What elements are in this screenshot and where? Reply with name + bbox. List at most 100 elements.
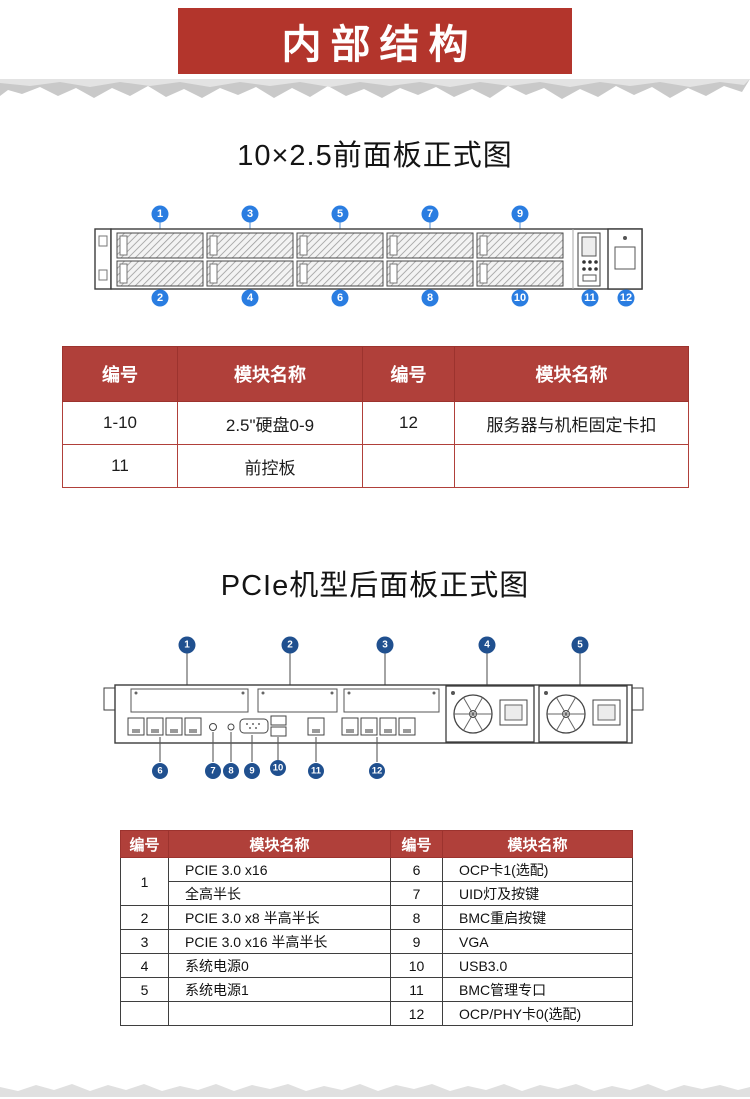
table-cell: OCP/PHY卡0(选配) [442, 1001, 633, 1026]
callout-9: 9 [244, 763, 260, 779]
table-cell: 9 [390, 929, 443, 954]
callout-5: 5 [571, 636, 589, 654]
table-cell: 1 [120, 857, 169, 906]
table-cell: 4 [120, 953, 169, 978]
table-row: 全高半长 7 UID灯及按键 [121, 881, 633, 906]
rear-callout-lines-top [186, 653, 581, 690]
table-cell: BMC管理专口 [442, 977, 633, 1002]
callout-3: 3 [376, 636, 394, 654]
callout-12: 12 [617, 289, 635, 307]
callout-11: 11 [308, 763, 324, 779]
table-cell: 3 [120, 929, 169, 954]
front-callouts-top: 1 3 5 7 9 [151, 205, 529, 223]
table-row: 1-10 2.5"硬盘0-9 12 服务器与机柜固定卡扣 [62, 401, 689, 445]
column-header-no: 编号 [390, 830, 443, 858]
callout-8: 8 [421, 289, 439, 307]
front-panel-drawing: 1 3 5 7 9 2 4 6 8 10 11 12 [94, 205, 643, 307]
svg-text:11: 11 [584, 292, 596, 304]
front-callouts-bottom: 2 4 6 8 10 11 12 [151, 289, 635, 307]
rear-panel-diagram: 1 2 3 4 5 6 7 8 9 10 11 12 [0, 632, 750, 782]
table-cell: 1-10 [62, 401, 178, 445]
svg-text:4: 4 [484, 640, 490, 651]
rear-ports [127, 715, 416, 737]
svg-text:8: 8 [427, 292, 433, 304]
table-cell [454, 444, 689, 488]
rear-callouts-bottom: 6 7 8 9 10 11 12 [152, 760, 385, 779]
table-cell: PCIE 3.0 x16 [168, 857, 391, 882]
table-cell: PCIE 3.0 x8 半高半长 [168, 905, 391, 930]
table-cell: 11 [390, 977, 443, 1002]
front-table-header-row: 编号 模块名称 编号 模块名称 [62, 346, 689, 402]
table-row: 2 PCIE 3.0 x8 半高半长 8 BMC重启按键 [120, 905, 633, 930]
usb-ports [270, 715, 287, 737]
svg-text:4: 4 [247, 292, 254, 304]
table-cell: BMC重启按键 [442, 905, 633, 930]
svg-text:5: 5 [577, 640, 583, 651]
rear-table-header-row: 编号 模块名称 编号 模块名称 [120, 830, 633, 858]
callout-2: 2 [281, 636, 299, 654]
svg-text:3: 3 [382, 640, 388, 651]
rear-callouts-top: 1 2 3 4 5 [178, 636, 589, 654]
column-header-no: 编号 [62, 346, 178, 402]
svg-text:12: 12 [372, 766, 383, 777]
torn-edge-graphic [0, 1084, 750, 1097]
table-cell: UID灯及按键 [442, 881, 633, 906]
callout-9: 9 [511, 205, 529, 223]
callout-4: 4 [241, 289, 259, 307]
svg-text:5: 5 [337, 208, 343, 220]
svg-text:3: 3 [247, 208, 253, 220]
table-row: 1 PCIE 3.0 x16 6 OCP卡1(选配) [120, 857, 633, 906]
front-panel-table: 编号 模块名称 编号 模块名称 1-10 2.5"硬盘0-9 12 服务器与机柜… [62, 346, 689, 488]
table-cell: 10 [390, 953, 443, 978]
callout-12: 12 [369, 763, 385, 779]
front-control-panel [577, 232, 601, 287]
table-row: 4 系统电源0 10 USB3.0 [120, 953, 633, 978]
svg-text:12: 12 [620, 292, 632, 304]
table-cell: 8 [390, 905, 443, 930]
page-banner: 内部结构 [178, 8, 572, 74]
table-cell: 前控板 [177, 444, 363, 488]
rear-panel-table: 编号 模块名称 编号 模块名称 1 PCIE 3.0 x16 6 OCP卡1(选… [120, 830, 633, 1026]
table-cell [168, 1001, 391, 1026]
callout-7: 7 [205, 763, 221, 779]
table-cell: 2.5"硬盘0-9 [177, 401, 363, 445]
svg-text:7: 7 [427, 208, 433, 220]
callout-1: 1 [151, 205, 169, 223]
table-cell: 系统电源1 [168, 977, 391, 1002]
column-header-no: 编号 [120, 830, 169, 858]
svg-text:1: 1 [184, 640, 190, 651]
svg-text:10: 10 [273, 763, 284, 774]
column-header-module: 模块名称 [168, 830, 391, 858]
callout-8: 8 [223, 763, 239, 779]
psu-1 [539, 686, 627, 742]
uid-led [209, 723, 217, 731]
table-cell: OCP卡1(选配) [442, 857, 633, 882]
front-panel-diagram: 1 3 5 7 9 2 4 6 8 10 11 12 [0, 200, 750, 312]
table-cell: 2 [120, 905, 169, 930]
svg-text:2: 2 [157, 292, 163, 304]
svg-text:9: 9 [249, 766, 254, 777]
callout-1: 1 [178, 636, 196, 654]
table-row: 12 OCP/PHY卡0(选配) [120, 1001, 633, 1026]
callout-2: 2 [151, 289, 169, 307]
column-header-module: 模块名称 [177, 346, 363, 402]
svg-text:6: 6 [337, 292, 343, 304]
page-title: 内部结构 [281, 23, 478, 67]
svg-text:9: 9 [517, 208, 523, 220]
rear-panel-drawing: 1 2 3 4 5 6 7 8 9 10 11 12 [103, 636, 644, 779]
svg-text:1: 1 [157, 208, 163, 220]
table-cell: 11 [62, 444, 178, 488]
svg-text:8: 8 [228, 766, 233, 777]
callout-10: 10 [270, 760, 286, 776]
psu-0 [446, 686, 534, 742]
bmc-port [307, 717, 325, 736]
callout-7: 7 [421, 205, 439, 223]
callout-5: 5 [331, 205, 349, 223]
vga-port [239, 718, 269, 734]
table-cell: 全高半长 [168, 881, 391, 906]
pcie-slots [130, 688, 440, 713]
callout-11: 11 [581, 289, 599, 307]
rear-callout-lines-bottom [159, 732, 378, 762]
torn-edge-graphic [0, 79, 750, 99]
table-row: 11 前控板 [62, 444, 689, 488]
